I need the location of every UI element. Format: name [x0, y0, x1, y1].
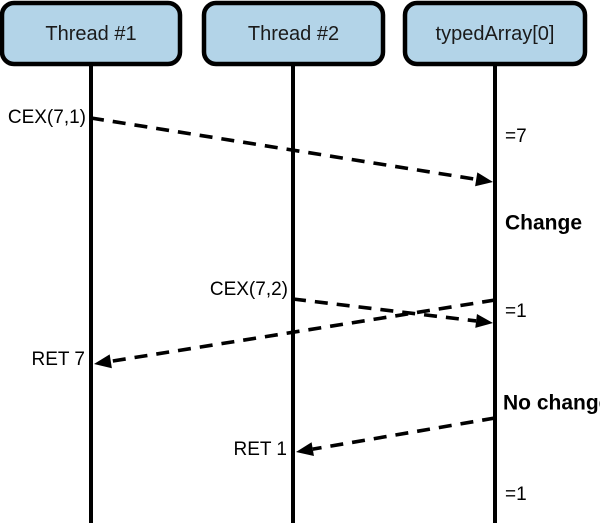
- message-cex-7-2[interactable]: CEX(7,2): [210, 279, 493, 328]
- state-note-value-7: =7: [505, 126, 527, 147]
- message-ret-7[interactable]: RET 7: [31, 298, 496, 370]
- message-arrow-line-cex-7-2: [292, 297, 477, 323]
- message-arrowhead-cex-7-1: [475, 172, 493, 187]
- lifelines: [89, 64, 497, 523]
- participant-box-typedarray0[interactable]: [402, 0, 588, 67]
- participant-headers: Thread #1 Thread #2 typedArray[0]: [0, 0, 588, 67]
- message-arrowhead-ret-7: [94, 354, 112, 369]
- message-arrowhead-cex-7-2: [475, 314, 493, 328]
- message-label-cex-7-1: CEX(7,1): [8, 107, 86, 128]
- state-note-value-1-mid: =1: [505, 301, 527, 322]
- participant-box-thread1[interactable]: [0, 0, 183, 67]
- state-note-change: Change: [505, 212, 582, 235]
- message-arrow-line-cex-7-1: [90, 116, 477, 182]
- state-note-value-1-end: =1: [505, 484, 527, 505]
- message-ret-1[interactable]: RET 1: [233, 416, 496, 460]
- participant-label-thread2: Thread #2: [248, 23, 339, 45]
- message-arrowhead-ret-1: [296, 442, 314, 457]
- message-cex-7-1[interactable]: CEX(7,1): [8, 107, 493, 187]
- participant-label-typedarray0: typedArray[0]: [436, 23, 555, 45]
- state-note-no-change: No change: [503, 392, 600, 415]
- messages: CEX(7,1) CEX(7,2) RET 7 RET 1: [8, 107, 496, 460]
- message-label-ret-1: RET 1: [233, 439, 287, 460]
- participant-label-thread1: Thread #1: [45, 23, 136, 45]
- message-arrow-line-ret-7: [110, 298, 496, 364]
- message-label-ret-7: RET 7: [31, 349, 85, 370]
- message-label-cex-7-2: CEX(7,2): [210, 279, 288, 300]
- state-notes: =7 Change =1 No change =1: [503, 126, 600, 505]
- participant-box-thread2[interactable]: [201, 0, 386, 67]
- message-arrow-line-ret-1: [312, 416, 496, 451]
